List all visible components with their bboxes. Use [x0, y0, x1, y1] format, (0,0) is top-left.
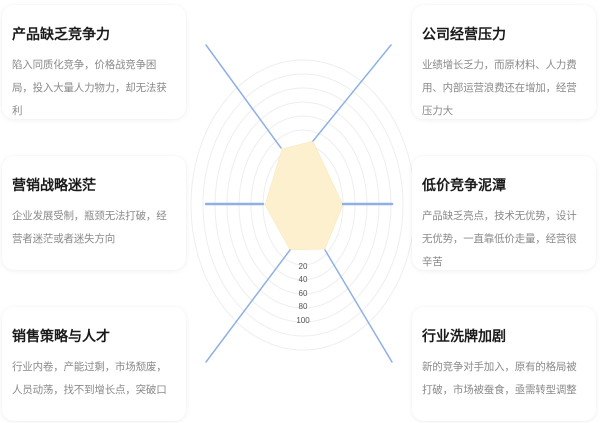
card-title: 营销战略迷茫 [12, 178, 96, 194]
ring-label-20: 20 [298, 262, 308, 271]
ring-label-100: 100 [296, 316, 310, 325]
ring-label-40: 40 [298, 275, 308, 284]
card-industry-reshuffle: 行业洗牌加剧 新的竞争对手加入，原有的格局被打破，市场被蚕食，亟需转型调整 [412, 307, 596, 421]
axis-lower-right [324, 249, 393, 363]
card-product-competitiveness: 产品缺乏竞争力 陷入同质化竞争，价格战竞争困局，投入大量人力物力，却无法获利 [2, 5, 186, 119]
ring-label-80: 80 [298, 302, 308, 311]
card-title: 低价竞争泥潭 [422, 178, 506, 194]
axis-lower-left [205, 249, 291, 363]
card-title: 产品缺乏竞争力 [12, 27, 110, 43]
axis-upper-left [205, 44, 282, 149]
radar-area [264, 140, 344, 251]
card-description: 陷入同质化竞争，价格战竞争困局，投入大量人力物力，却无法获利 [12, 59, 167, 117]
card-low-price-competition: 低价竞争泥潭 产品缺乏亮点，技术无优势，设计无优势，一直靠低价走量，经营很辛苦 [412, 156, 596, 270]
card-description: 业绩增长乏力，而原材料、人力费用、内部运营浪费还在增加，经营压力大 [422, 59, 577, 117]
card-sales-strategy-talent: 销售策略与人才 行业内卷，产能过剩，市场颓废，人员动荡，找不到增长点，突破口 [2, 307, 186, 421]
card-description: 企业发展受制，瓶颈无法打破，经营者迷茫或者迷失方向 [12, 210, 167, 245]
card-title: 销售策略与人才 [12, 329, 110, 345]
card-title: 公司经营压力 [422, 27, 506, 43]
card-operating-pressure: 公司经营压力 业绩增长乏力，而原材料、人力费用、内部运营浪费还在增加，经营压力大 [412, 5, 596, 119]
axis-upper-right [312, 44, 392, 142]
card-title: 行业洗牌加剧 [422, 329, 506, 345]
card-description: 行业内卷，产能过剩，市场颓废，人员动荡，找不到增长点，突破口 [12, 361, 167, 396]
card-description: 新的竞争对手加入，原有的格局被打破，市场被蚕食，亟需转型调整 [422, 361, 577, 396]
card-marketing-strategy: 营销战略迷茫 企业发展受制，瓶颈无法打破，经营者迷茫或者迷失方向 [2, 156, 186, 270]
radar-axes [204, 44, 394, 363]
ring-label-60: 60 [298, 289, 308, 298]
card-description: 产品缺乏亮点，技术无优势，设计无优势，一直靠低价走量，经营很辛苦 [422, 210, 577, 268]
